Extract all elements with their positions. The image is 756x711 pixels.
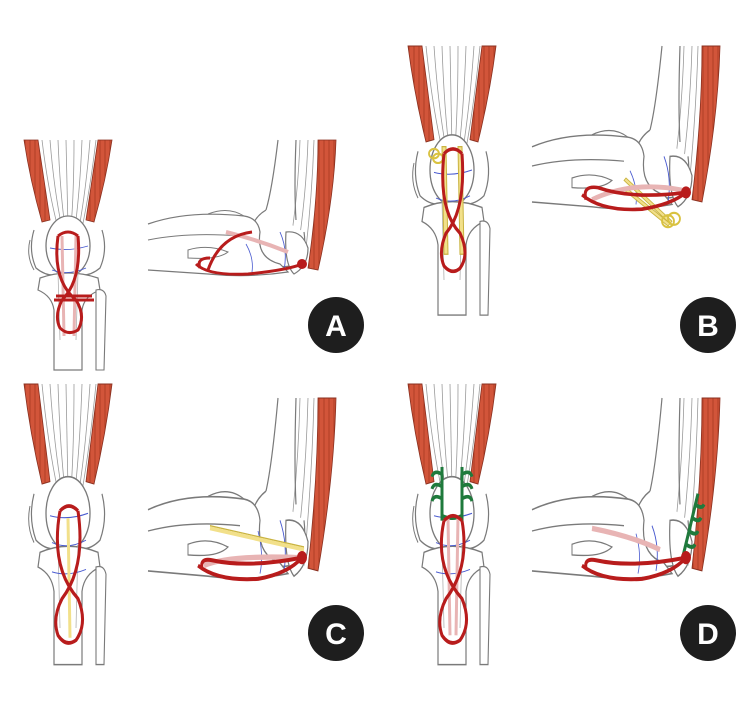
panel-c: C <box>23 383 364 666</box>
front-view-knee <box>407 45 497 316</box>
panel-label-b: B <box>680 297 736 353</box>
tension-band-wire-lateral <box>581 550 691 582</box>
front-view-knee <box>23 383 113 666</box>
suture-anchors-lateral <box>680 493 706 561</box>
svg-text:D: D <box>697 618 719 651</box>
lateral-view-knee <box>147 139 337 277</box>
tension-band-wire-lateral <box>581 185 691 212</box>
lateral-view-knee <box>531 45 721 229</box>
tension-band-wire <box>54 504 84 645</box>
panel-a: A <box>23 139 364 371</box>
tension-band-wire-lateral <box>194 230 307 276</box>
svg-text:C: C <box>325 618 347 651</box>
panel-label-a: A <box>308 297 364 353</box>
suture-anchors <box>430 466 474 521</box>
panel-d: D <box>407 383 736 666</box>
svg-text:B: B <box>697 310 719 343</box>
svg-text:A: A <box>325 310 347 343</box>
tension-band-wire <box>439 147 467 274</box>
panel-b: B <box>407 45 736 353</box>
panel-label-d: D <box>680 605 736 661</box>
tension-band-wire-lateral <box>197 550 307 582</box>
front-view-knee <box>23 139 113 371</box>
panel-label-c: C <box>308 605 364 661</box>
tension-band-wire <box>438 513 468 645</box>
lateral-view-knee <box>531 397 721 582</box>
tension-band-wire <box>54 230 94 335</box>
front-view-knee <box>407 383 497 666</box>
lateral-view-knee <box>147 397 337 582</box>
